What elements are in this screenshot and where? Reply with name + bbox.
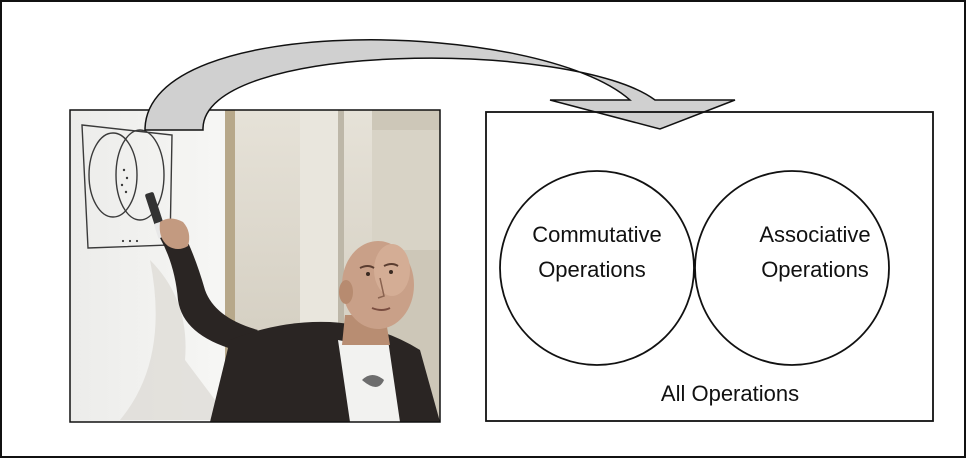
curved-arrow (144, 39, 736, 131)
associative-label-line2: Operations (761, 257, 869, 282)
associative-label-line1: Associative (759, 222, 870, 247)
presenter-photo (69, 109, 441, 423)
universe-label: All Operations (661, 381, 799, 406)
associative-circle (694, 170, 890, 366)
venn-diagram: Commutative Operations Associative Opera… (485, 111, 934, 422)
commutative-label-line1: Commutative (532, 222, 662, 247)
commutative-label-line2: Operations (538, 257, 646, 282)
universe-rect (485, 111, 934, 422)
commutative-circle (499, 170, 695, 366)
